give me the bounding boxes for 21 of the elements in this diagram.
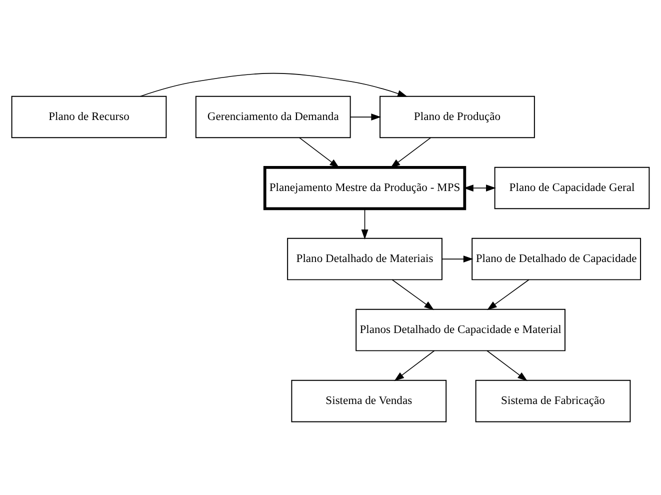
node-box: Planejamento Mestre da Produção - MPS <box>263 166 466 210</box>
node-box: Plano Detalhado de Materiais <box>287 238 442 280</box>
arrow <box>390 137 432 168</box>
node-box: Plano de Capacidade Geral <box>494 166 650 210</box>
arrow <box>486 279 530 310</box>
arrow <box>298 137 340 168</box>
node-box: Gerenciamento da Demanda <box>195 96 351 138</box>
node-box: Sistema de Vendas <box>291 380 447 422</box>
arrow <box>392 279 434 310</box>
arrow <box>140 72 408 97</box>
node-box: Plano de Detalhado de Capacidade <box>472 238 642 280</box>
node-box: Sistema de Fabricação <box>475 380 631 422</box>
node-box: Planos Detalhado de Capacidade e Material <box>356 308 566 352</box>
arrow <box>350 114 382 120</box>
node-box: Plano de Produção <box>380 96 535 138</box>
arrow <box>394 350 435 382</box>
arrow <box>464 184 496 192</box>
arrow <box>486 350 528 382</box>
arrow <box>361 208 368 240</box>
node-box: Plano de Recurso <box>11 96 167 138</box>
arrow <box>442 256 474 263</box>
